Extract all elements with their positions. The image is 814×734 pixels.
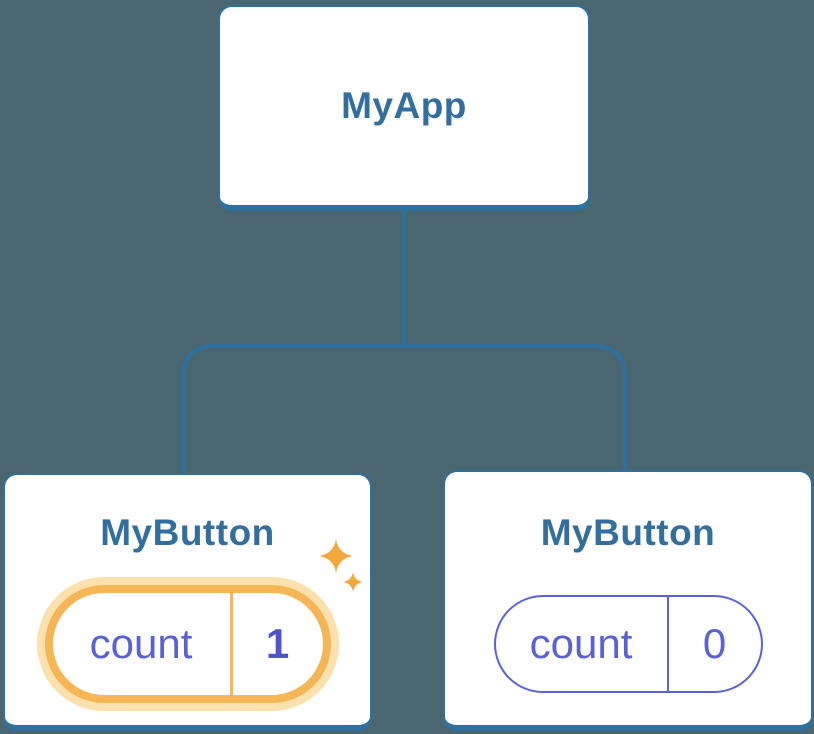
sparkle-icon-small xyxy=(342,572,363,592)
state-pill-wrapper: count 1 xyxy=(44,539,363,703)
child-component-card-right: MyButton count 0 xyxy=(443,470,813,731)
state-pill-wrapper: count 0 xyxy=(493,555,763,693)
state-pill-highlighted: count 1 xyxy=(44,585,331,703)
sparkle-icon-large xyxy=(318,539,353,573)
child-component-label: MyButton xyxy=(100,512,275,553)
state-pill: count 0 xyxy=(493,595,763,693)
connector-branch xyxy=(181,344,627,476)
child-component-card-left: MyButton count 1 xyxy=(3,473,372,731)
state-key-label: count xyxy=(53,593,233,695)
state-key-label: count xyxy=(496,597,669,691)
state-value: 0 xyxy=(702,620,727,667)
root-component-label: MyApp xyxy=(341,85,467,126)
root-component-card: MyApp xyxy=(218,5,590,211)
child-component-label: MyButton xyxy=(540,512,716,553)
state-value: 1 xyxy=(265,620,290,667)
